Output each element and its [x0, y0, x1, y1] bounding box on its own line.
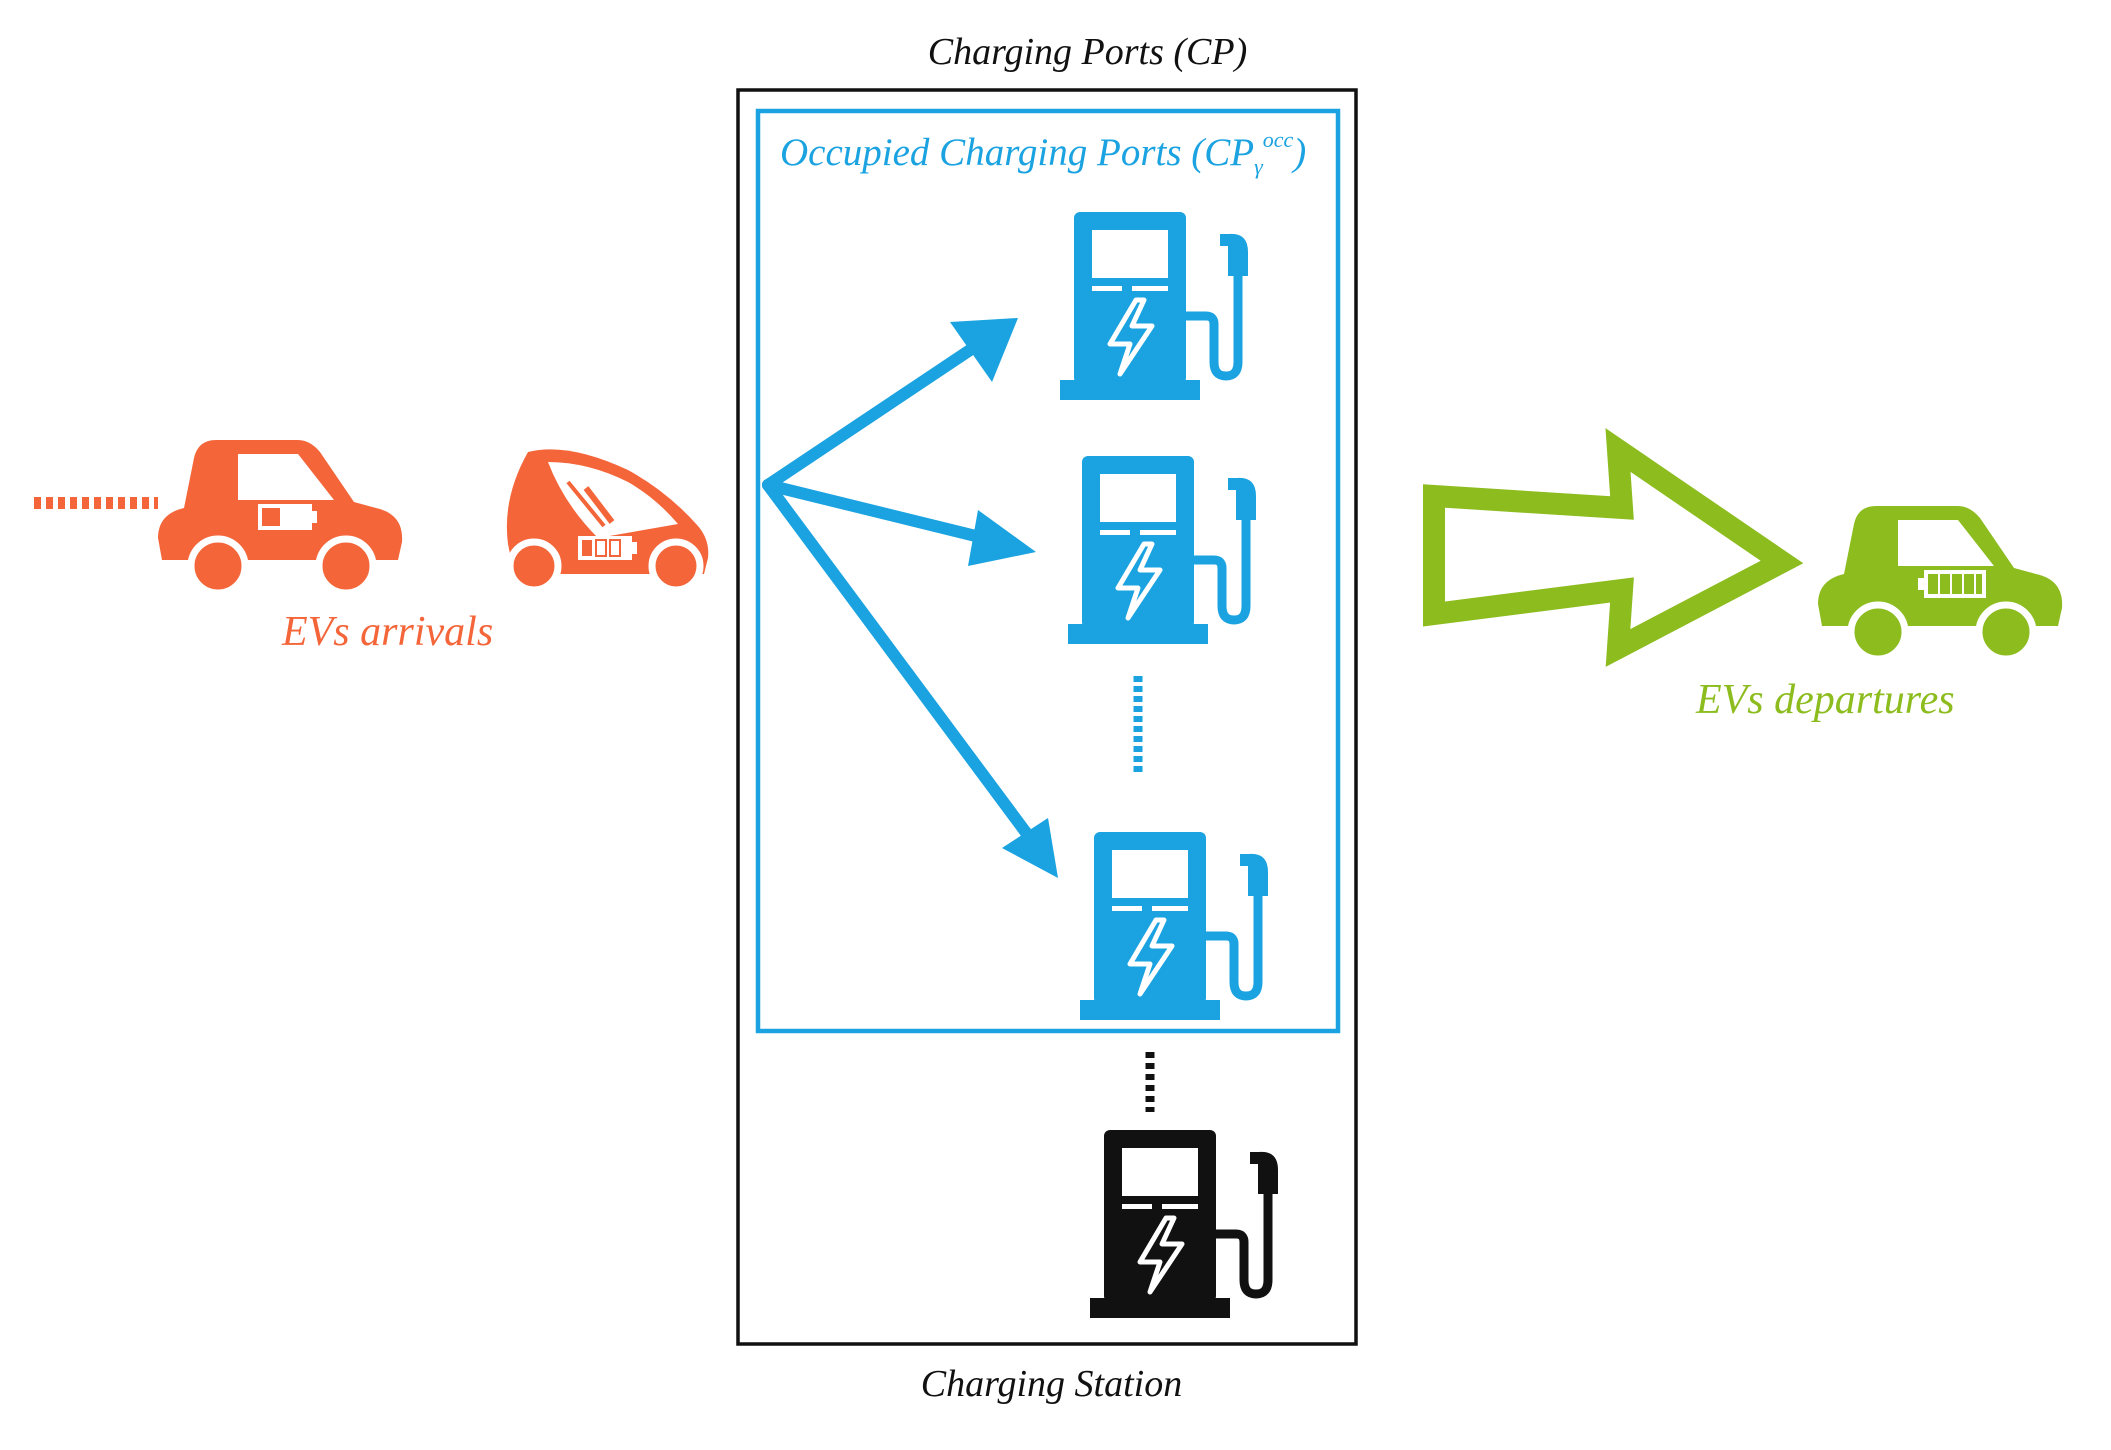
idle-charger-icon	[1090, 1130, 1278, 1318]
occupied-ports-box	[755, 108, 1341, 1034]
occupied-charger-icon	[1068, 456, 1256, 644]
occupied-charger-icon	[1080, 832, 1268, 1020]
occupied-charger-icon	[1060, 212, 1248, 400]
arrow-head-icon	[950, 318, 1018, 382]
assignment-arrows	[762, 318, 1058, 878]
charging-station-title: Charging Station	[920, 1363, 1183, 1405]
charging-station-box	[736, 88, 1358, 1346]
arrow-head-icon	[1002, 818, 1058, 878]
arrow-to-port-2	[762, 479, 1006, 548]
arrow-to-port-1	[762, 334, 991, 491]
arrow-to-port-n	[762, 479, 1036, 844]
arrow-head-icon	[968, 510, 1036, 566]
departure-car-icon	[1818, 506, 2062, 659]
departure-arrow-icon	[1423, 428, 1804, 667]
departures-label: EVs departures	[1696, 677, 1955, 723]
arrival-bubble-car-icon	[506, 449, 709, 594]
occupied-ports-title: Occupied Charging Ports (CPγocc)	[780, 127, 1307, 179]
arrival-car-icon	[158, 440, 402, 593]
charging-ports-title: Charging Ports (CP)	[927, 31, 1248, 73]
arrivals-label: EVs arrivals	[282, 609, 494, 655]
